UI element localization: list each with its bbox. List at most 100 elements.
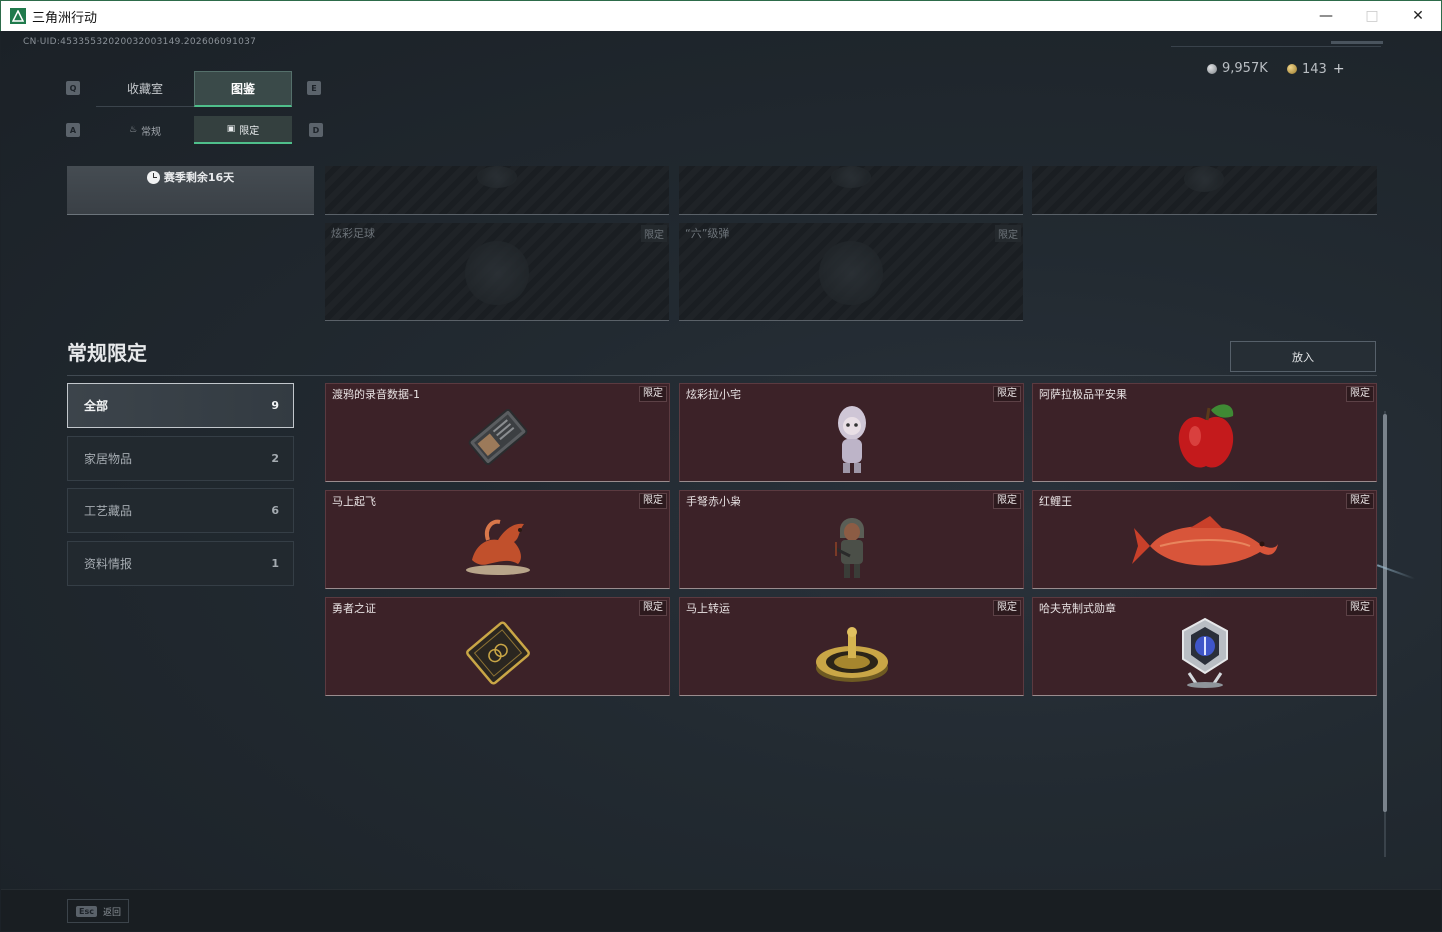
player-uid: CN·UID:4533553202003200314​9.20260609103… <box>23 37 257 47</box>
crossbow-figure-icon <box>832 517 864 578</box>
limited-tag: 限定 <box>1346 600 1374 616</box>
maximize-icon[interactable]: □ <box>1365 8 1379 24</box>
limited-tag: 限定 <box>993 386 1021 402</box>
locked-item-card[interactable]: 炫彩足球 限定 <box>325 223 669 321</box>
item-name: 手弩赤小枭 <box>686 495 741 508</box>
back-label: 返回 <box>102 907 121 918</box>
item-card[interactable]: 马上转运 限定 <box>679 597 1024 696</box>
locked-item-card[interactable] <box>1032 166 1377 215</box>
locked-item-icon <box>477 166 517 188</box>
close-icon[interactable]: ✕ <box>1412 8 1424 24</box>
back-button[interactable]: Esc 返回 <box>67 899 129 923</box>
category-count: 1 <box>271 557 279 570</box>
season-remaining: 赛季剩余16天 <box>163 171 235 184</box>
tab-collection-room[interactable]: 收藏室 <box>96 71 194 107</box>
gold-currency[interactable]: 143 + <box>1287 61 1345 77</box>
category-crafts[interactable]: 工艺藏品 6 <box>67 488 294 533</box>
minimize-icon[interactable]: — <box>1319 8 1333 24</box>
section-title: 常规限定 <box>67 341 147 365</box>
gold-amount: 143 <box>1302 61 1327 77</box>
locked-item-icon <box>831 166 871 188</box>
item-name: 炫彩拉小宅 <box>686 388 741 401</box>
locked-item-card[interactable] <box>679 166 1023 215</box>
subtab-limited-label: 限定 <box>239 125 260 137</box>
section-divider <box>67 375 1377 376</box>
bottom-bar: Esc 返回 <box>1 889 1441 931</box>
flame-icon: ♨ <box>128 125 138 135</box>
header-accent <box>1331 41 1383 44</box>
item-name: 勇者之证 <box>332 602 376 615</box>
key-hint-q: Q <box>66 81 80 95</box>
golden-wheel-icon <box>815 626 888 682</box>
limited-tag: 限定 <box>641 225 667 242</box>
item-card[interactable]: 红鲤王 限定 <box>1032 490 1377 589</box>
item-card[interactable]: 勇者之证 限定 <box>325 597 670 696</box>
locked-item-name: 炫彩足球 <box>331 227 375 240</box>
put-in-button[interactable]: 放入 <box>1230 341 1376 372</box>
item-card[interactable]: 马上起飞 限定 <box>325 490 670 589</box>
app-logo-icon <box>10 8 26 24</box>
fish-icon <box>1131 515 1278 566</box>
header-divider <box>1171 46 1381 47</box>
item-card[interactable]: 炫彩拉小宅 限定 <box>679 383 1024 482</box>
limited-tag: 限定 <box>639 386 667 402</box>
category-label: 家居物品 <box>84 452 133 466</box>
silver-currency[interactable]: 9,957K <box>1207 61 1268 76</box>
window-title: 三角洲行动 <box>32 10 98 26</box>
clock-icon <box>146 170 160 184</box>
category-all[interactable]: 全部 9 <box>67 383 294 428</box>
main-tabs: 收藏室 图鉴 <box>96 71 292 107</box>
category-label: 工艺藏品 <box>84 504 133 518</box>
limited-tag: 限定 <box>1346 493 1374 509</box>
item-card[interactable]: 哈夫克制式勋章 限定 <box>1032 597 1377 696</box>
subtab-limited[interactable]: ▣ 限定 <box>194 116 292 144</box>
apple-icon <box>1178 403 1233 468</box>
category-label: 全部 <box>84 399 109 413</box>
limited-tag: 限定 <box>995 225 1021 242</box>
category-count: 6 <box>271 504 279 517</box>
add-currency-button[interactable]: + <box>1332 61 1345 77</box>
category-label: 资料情报 <box>84 557 133 571</box>
game-viewport: CN·UID:4533553202003200314​9.20260609103… <box>1 31 1441 931</box>
scrollbar-thumb[interactable] <box>1383 414 1387 812</box>
limited-tag: 限定 <box>993 493 1021 509</box>
card-icon <box>465 620 530 685</box>
locked-item-card[interactable]: “六”级弹 限定 <box>679 223 1023 321</box>
bullet-icon <box>819 241 883 305</box>
limited-tag: 限定 <box>639 493 667 509</box>
item-name: 马上转运 <box>686 602 730 615</box>
item-name: 渡鸦的录音数据-1 <box>332 388 420 401</box>
key-hint-d: D <box>309 123 323 137</box>
category-count: 2 <box>271 452 279 465</box>
season-card[interactable]: 赛季剩余16天 <box>67 166 314 215</box>
limited-tag: 限定 <box>639 600 667 616</box>
key-hint-e: E <box>307 81 321 95</box>
subtab-regular-label: 常规 <box>141 126 162 138</box>
item-name: 阿萨拉极品平安果 <box>1039 388 1127 401</box>
item-card[interactable]: 手弩赤小枭 限定 <box>679 490 1024 589</box>
locked-item-icon <box>1184 166 1224 192</box>
soccer-ball-icon <box>465 241 529 305</box>
medal-icon <box>1181 617 1228 688</box>
gold-coin-icon <box>1287 64 1297 74</box>
locked-item-card[interactable] <box>325 166 669 215</box>
limited-tag: 限定 <box>993 600 1021 616</box>
silver-coin-icon <box>1207 63 1217 74</box>
figure-icon <box>837 405 866 473</box>
key-hint-a: A <box>66 123 80 137</box>
sub-tabs: ♨ 常规 ▣ 限定 <box>96 116 292 144</box>
category-intel[interactable]: 资料情报 1 <box>67 541 294 586</box>
category-count: 9 <box>271 399 279 412</box>
esc-key-icon: Esc <box>76 905 97 917</box>
window-titlebar: 三角洲行动 — □ ✕ <box>0 0 1442 31</box>
image-icon: ▣ <box>226 124 236 134</box>
item-card[interactable]: 阿萨拉极品平安果 限定 <box>1032 383 1377 482</box>
tab-catalog[interactable]: 图鉴 <box>194 71 292 107</box>
limited-tag: 限定 <box>1346 386 1374 402</box>
item-card[interactable]: 渡鸦的录音数据-1 限定 <box>325 383 670 482</box>
data-chip-icon <box>468 408 527 465</box>
locked-item-name: “六”级弹 <box>685 227 730 240</box>
subtab-regular[interactable]: ♨ 常规 <box>96 116 194 144</box>
category-home-items[interactable]: 家居物品 2 <box>67 436 294 481</box>
item-name: 哈夫克制式勋章 <box>1039 602 1116 615</box>
